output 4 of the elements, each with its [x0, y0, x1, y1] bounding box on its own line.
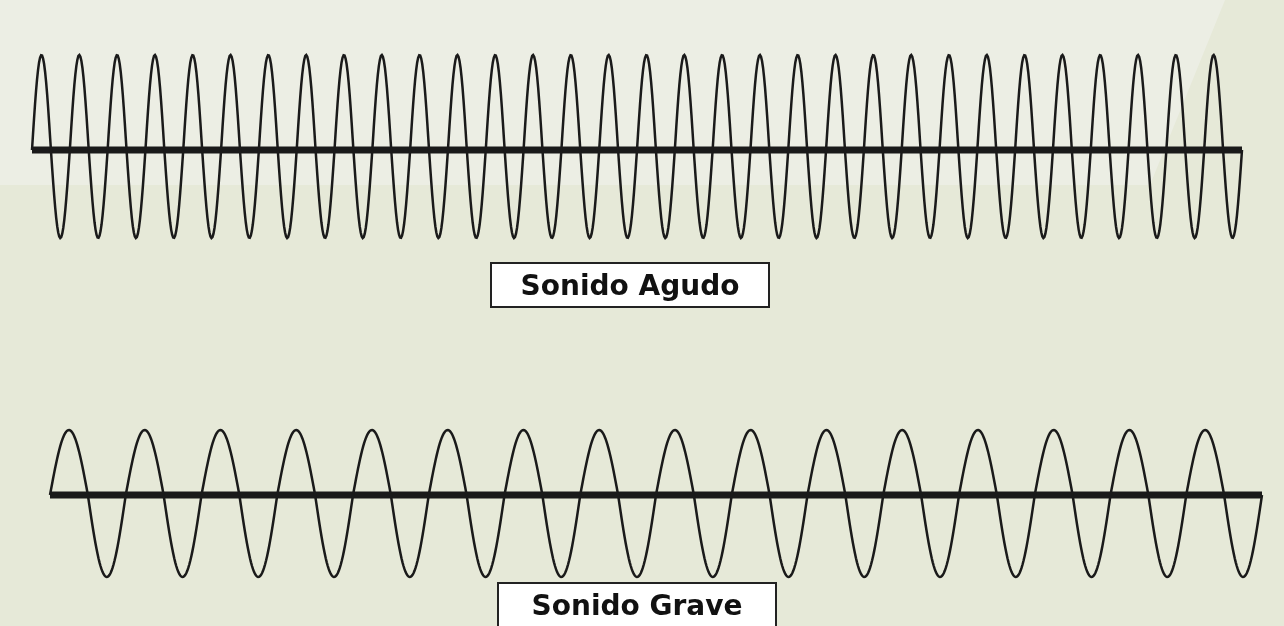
wave-label: Sonido Grave	[531, 588, 743, 622]
label-box	[490, 262, 770, 308]
wave-label: Sonido Agudo	[520, 268, 740, 302]
label-box	[497, 582, 777, 626]
